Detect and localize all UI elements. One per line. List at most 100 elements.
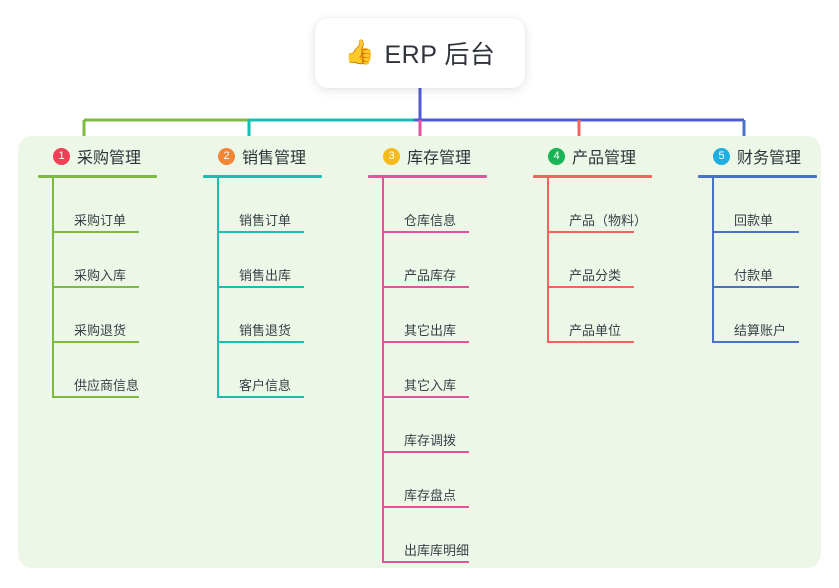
branch-item-underline: [384, 451, 469, 453]
branch-item[interactable]: 销售出库: [217, 233, 353, 288]
branch-item-underline: [384, 506, 469, 508]
branch-item-label: 其它入库: [404, 378, 457, 393]
branch-header-4[interactable]: 4 产品管理: [533, 143, 683, 169]
branch-header-label: 库存管理: [407, 150, 472, 167]
branch-item[interactable]: 结算账户: [712, 288, 839, 343]
branch-item[interactable]: 产品单位: [547, 288, 683, 343]
branch-item[interactable]: 库存调拨: [382, 398, 518, 453]
branch-item-list: 销售订单销售出库销售退货客户信息: [217, 178, 353, 398]
branch-spine: [547, 178, 549, 343]
branch-item-label: 采购订单: [74, 213, 127, 228]
branch-spine: [382, 178, 384, 563]
root-node-title: ERP 后台: [384, 41, 496, 69]
branch-header-label: 财务管理: [737, 150, 802, 167]
branch-item-label: 库存调拨: [404, 433, 457, 448]
branch-item[interactable]: 仓库信息: [382, 178, 518, 233]
branch-item-label: 库存盘点: [404, 488, 457, 503]
branch-number-badge: 5: [713, 147, 730, 165]
branch-item-underline: [54, 396, 139, 398]
branch-item-underline: [384, 396, 469, 398]
branch-spine: [217, 178, 219, 398]
branch-item-label: 产品分类: [569, 268, 622, 283]
diagram-panel-background: [18, 136, 821, 568]
branch-item-underline: [714, 341, 799, 343]
branch-item-label: 付款单: [734, 268, 774, 283]
thumbs-up-icon: 👍: [344, 39, 375, 66]
branch-item[interactable]: 销售订单: [217, 178, 353, 233]
branch-item-underline: [54, 286, 139, 288]
branch-item[interactable]: 产品库存: [382, 233, 518, 288]
branch-item[interactable]: 产品分类: [547, 233, 683, 288]
branch-item-label: 客户信息: [239, 378, 292, 393]
branch-header-3[interactable]: 3 库存管理: [368, 143, 518, 169]
branch-item-underline: [219, 341, 304, 343]
branch-number-badge: 3: [383, 147, 400, 165]
branch-item-underline: [54, 341, 139, 343]
branch-item[interactable]: 供应商信息: [52, 343, 188, 398]
branch-number-badge: 4: [548, 147, 565, 165]
branch-number-badge: 2: [218, 147, 235, 165]
branch-item-underline: [384, 286, 469, 288]
branch-item-label: 回款单: [734, 213, 774, 228]
branch-item[interactable]: 客户信息: [217, 343, 353, 398]
branch-header-label: 销售管理: [242, 150, 307, 167]
branch-item[interactable]: 产品（物料）: [547, 178, 683, 233]
branch-header-underline: [533, 175, 652, 178]
branch-header-underline: [368, 175, 487, 178]
branch-item-underline: [549, 286, 634, 288]
branch-item-list: 产品（物料） 产品分类产品单位: [547, 178, 683, 343]
branch-item-underline: [714, 286, 799, 288]
branch-header-underline: [38, 175, 157, 178]
branch-item-underline: [54, 231, 139, 233]
branch-header-label: 产品管理: [572, 150, 637, 167]
branch-item[interactable]: 销售退货: [217, 288, 353, 343]
branch-header-underline: [203, 175, 322, 178]
branch-item-underline: [549, 341, 634, 343]
branch-item-label: 其它出库: [404, 323, 457, 338]
branch-column-5: 5 财务管理回款单付款单结算账户: [698, 143, 839, 343]
branch-item-label: 销售出库: [239, 268, 292, 283]
branch-item-list: 仓库信息产品库存其它出库其它入库库存调拨库存盘点出库库明细: [382, 178, 518, 563]
branch-item[interactable]: 出库库明细: [382, 508, 518, 563]
branch-item-underline: [384, 341, 469, 343]
branch-item-underline: [384, 231, 469, 233]
branch-spine: [52, 178, 54, 398]
branch-item-underline: [219, 286, 304, 288]
branch-item-underline: [714, 231, 799, 233]
branch-item[interactable]: 采购订单: [52, 178, 188, 233]
branch-item[interactable]: 采购退货: [52, 288, 188, 343]
branch-item[interactable]: 采购入库: [52, 233, 188, 288]
branch-column-2: 2 销售管理销售订单销售出库销售退货客户信息: [203, 143, 353, 398]
branch-item-label: 销售订单: [239, 213, 292, 228]
branch-item-label: 销售退货: [239, 323, 292, 338]
branch-header-1[interactable]: 1 采购管理: [38, 143, 188, 169]
branch-item-label: 供应商信息: [74, 378, 140, 393]
branch-item-label: 出库库明细: [404, 543, 470, 558]
branch-number-badge: 1: [53, 147, 70, 165]
branch-item-underline: [549, 231, 634, 233]
branch-item-label: 产品（物料）: [569, 213, 648, 228]
root-node[interactable]: 👍 ERP 后台: [315, 18, 525, 88]
branch-spine: [712, 178, 714, 343]
branch-item-label: 采购退货: [74, 323, 127, 338]
branch-header-label: 采购管理: [77, 150, 142, 167]
branch-item-label: 结算账户: [734, 323, 787, 338]
branch-item[interactable]: 库存盘点: [382, 453, 518, 508]
branch-item[interactable]: 其它入库: [382, 343, 518, 398]
branch-item[interactable]: 付款单: [712, 233, 839, 288]
branch-item-label: 仓库信息: [404, 213, 457, 228]
branch-item-list: 采购订单采购入库采购退货供应商信息: [52, 178, 188, 398]
branch-item-label: 产品单位: [569, 323, 622, 338]
branch-column-4: 4 产品管理产品（物料） 产品分类产品单位: [533, 143, 683, 343]
branch-header-2[interactable]: 2 销售管理: [203, 143, 353, 169]
branch-item-label: 产品库存: [404, 268, 457, 283]
branch-item-underline: [219, 396, 304, 398]
branch-header-5[interactable]: 5 财务管理: [698, 143, 839, 169]
branch-header-underline: [698, 175, 817, 178]
branch-item[interactable]: 回款单: [712, 178, 839, 233]
branch-column-3: 3 库存管理仓库信息产品库存其它出库其它入库库存调拨库存盘点出库库明细: [368, 143, 518, 563]
branch-item-underline: [219, 231, 304, 233]
branch-item-label: 采购入库: [74, 268, 127, 283]
branch-column-1: 1 采购管理采购订单采购入库采购退货供应商信息: [38, 143, 188, 398]
branch-item[interactable]: 其它出库: [382, 288, 518, 343]
